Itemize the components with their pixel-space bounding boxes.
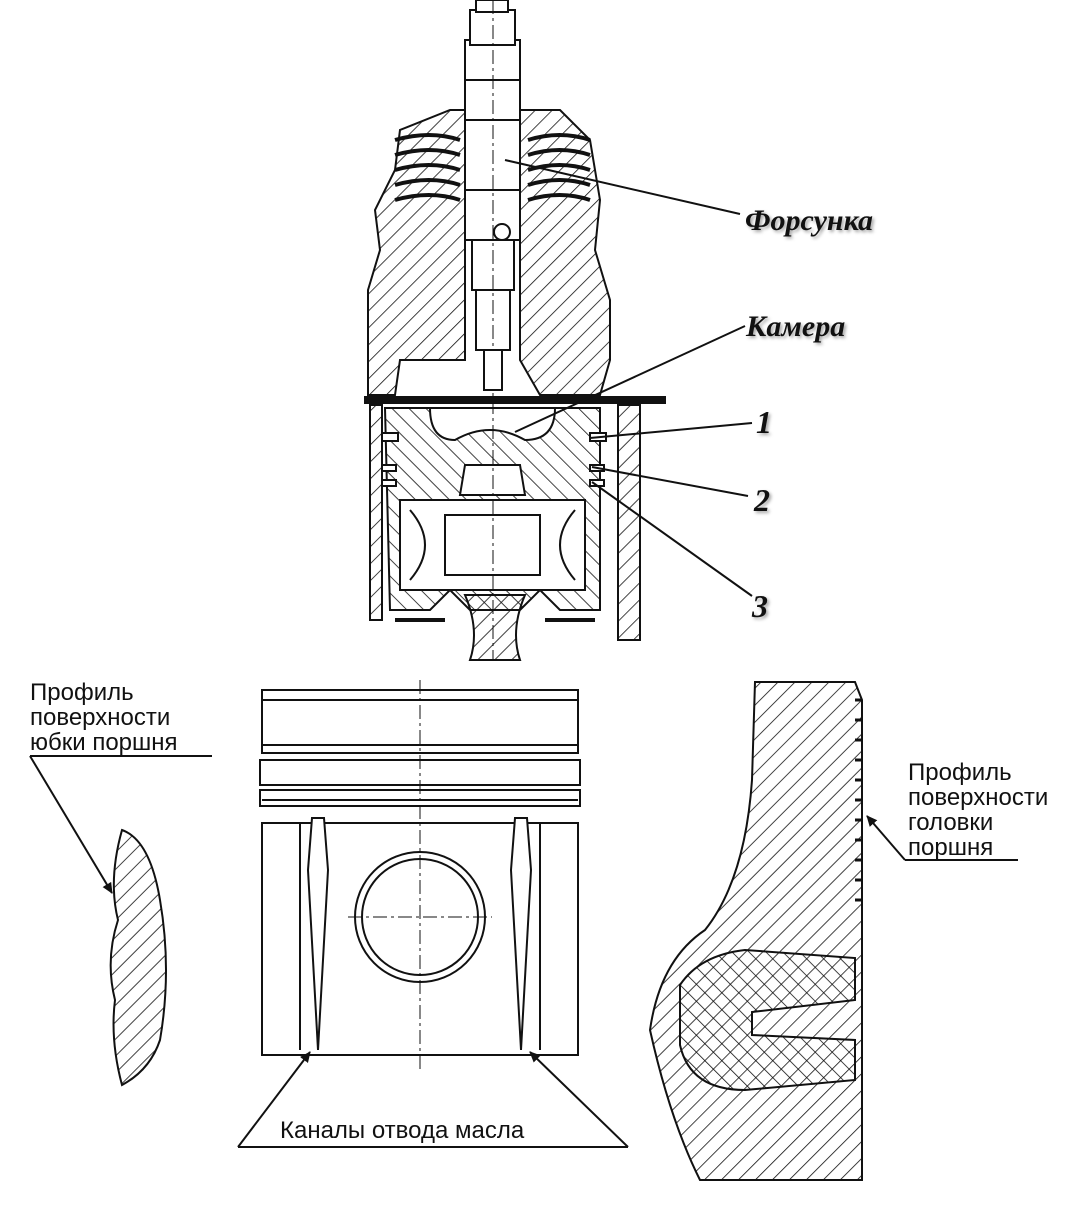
valve-spring-left <box>394 133 461 202</box>
connecting-rod <box>463 594 527 661</box>
head-profile-line-2: поверхности <box>908 784 1049 811</box>
skirt-profile-line-2: поверхности <box>30 704 171 731</box>
skirt-profile-line-3: юбки поршня <box>30 729 178 756</box>
label-chamber: Камера <box>746 310 846 343</box>
skirt-profile-detail <box>109 828 167 1087</box>
cylinder-wall-left <box>369 404 383 621</box>
label-oil-channels: Каналы отвода масла <box>280 1117 525 1144</box>
valve-spring-right <box>527 133 591 202</box>
label-head-profile: Профиль поверхности головки поршня <box>908 760 1048 860</box>
head-gasket <box>364 396 666 404</box>
label-ring-2: 2 <box>754 482 770 518</box>
label-skirt-profile: Профиль поверхности юбки поршня <box>30 680 178 755</box>
oil-channel-left <box>306 817 330 1051</box>
head-profile-detail <box>648 681 863 1181</box>
cylinder-wall-right <box>617 404 641 641</box>
engine-cross-section <box>364 0 666 661</box>
head-profile-line-1: Профиль <box>908 759 1012 786</box>
head-profile-line-3: головки <box>908 809 994 836</box>
head-profile-line-4: поршня <box>908 834 994 861</box>
label-ring-3: 3 <box>752 588 768 624</box>
oil-channel-right <box>509 817 533 1051</box>
label-injector: Форсунка <box>745 204 874 237</box>
combustion-chamber <box>428 407 557 442</box>
head-profile-leader <box>866 815 1018 861</box>
label-ring-1: 1 <box>756 404 772 440</box>
skirt-profile-line-1: Профиль <box>30 679 134 706</box>
oil-channel-leaders <box>237 1051 629 1148</box>
leaders-top <box>504 159 753 597</box>
skirt-profile-leader <box>29 755 212 894</box>
piston-side-view <box>259 680 581 1070</box>
